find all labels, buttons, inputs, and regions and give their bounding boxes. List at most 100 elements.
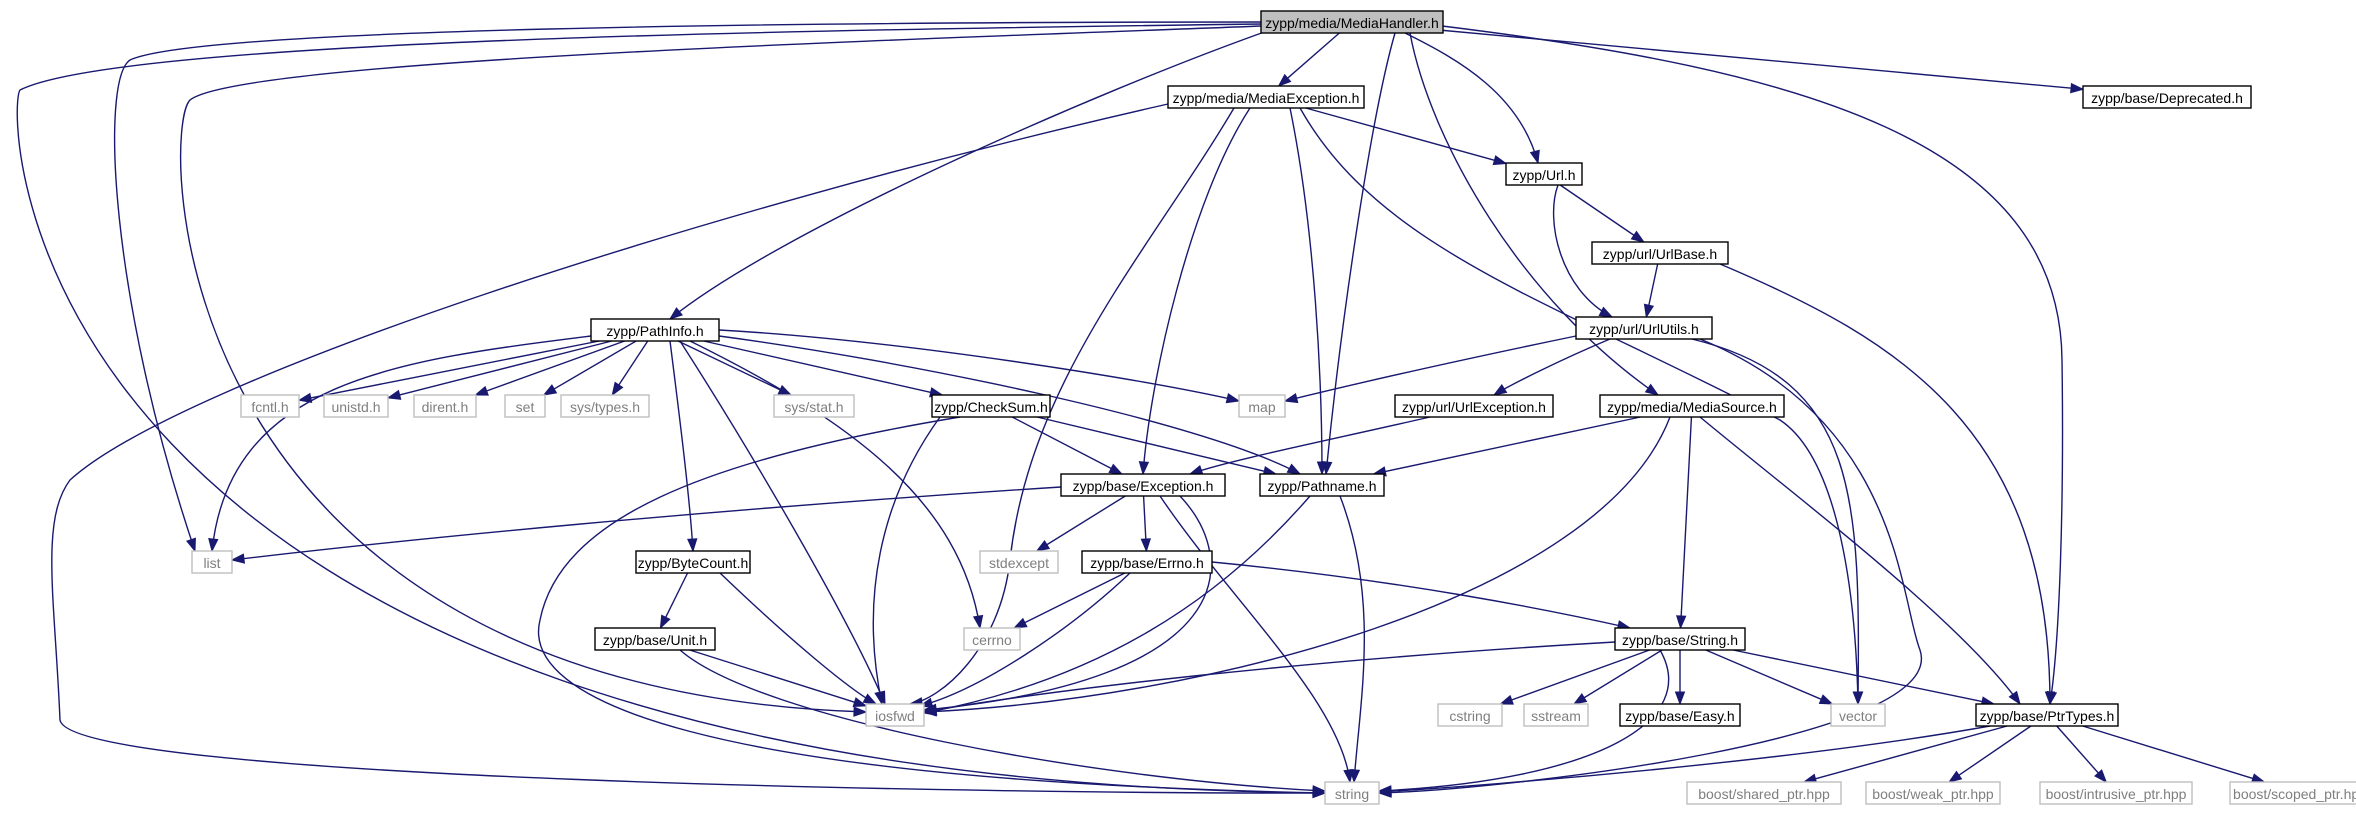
node-unit[interactable]: zypp/base/Unit.h: [594, 627, 716, 651]
edge-media-exception-to-base-exception: [1142, 107, 1251, 475]
edge-string-h-to-cstring-arrowhead: [1499, 694, 1514, 705]
node-box: [1619, 703, 1741, 727]
node-media-source[interactable]: zypp/media/MediaSource.h: [1599, 394, 1785, 418]
edge-path-info-to-pathname-arrowhead: [1286, 463, 1302, 475]
node-box: [1975, 703, 2119, 727]
node-label: zypp/base/Errno.h: [1090, 555, 1204, 571]
edge-path-info-to-byte-count-arrowhead: [687, 538, 698, 553]
node-label: string: [1335, 786, 1369, 802]
edge-string-h-to-iosfwd-arrowhead: [922, 704, 938, 715]
node-media-exception[interactable]: zypp/media/MediaException.h: [1167, 85, 1365, 109]
edge-string-h-to-iosfwd: [923, 641, 1616, 713]
edge-media-handler-to-list: [113, 21, 1263, 552]
node-label: dirent.h: [422, 399, 469, 415]
edge-media-handler-to-deprecated-arrowhead: [2070, 82, 2085, 94]
node-deprecated[interactable]: zypp/base/Deprecated.h: [2082, 85, 2252, 109]
node-check-sum[interactable]: zypp/CheckSum.h: [931, 394, 1051, 418]
node-iosfwd: iosfwd: [865, 703, 925, 727]
node-box: [1260, 10, 1444, 34]
node-url-base[interactable]: zypp/url/UrlBase.h: [1591, 241, 1729, 265]
node-box: [773, 394, 855, 418]
edge-media-source-to-ptr-types-arrowhead: [2008, 690, 2021, 706]
node-box: [1505, 162, 1583, 186]
node-box: [1081, 550, 1213, 574]
node-label: map: [1248, 399, 1275, 415]
node-label: boost/scoped_ptr.hpp: [2233, 786, 2356, 802]
edge-base-exception-to-stdexcept-arrowhead: [1035, 539, 1051, 552]
edge-url-utils-to-vector-arrowhead: [1852, 691, 1864, 706]
node-label: boost/shared_ptr.hpp: [1698, 786, 1830, 802]
edge-media-exception-to-url-arrowhead: [1492, 155, 1508, 166]
edge-media-handler-to-path-info: [669, 29, 1271, 320]
node-byte-count[interactable]: zypp/ByteCount.h: [635, 550, 751, 574]
node-box: [1060, 473, 1226, 497]
edge-media-handler-to-path-info-arrowhead: [668, 307, 684, 320]
node-path-info[interactable]: zypp/PathInfo.h: [590, 318, 720, 342]
edge-url-to-url-utils: [1552, 184, 1613, 318]
node-base-exception[interactable]: zypp/base/Exception.h: [1060, 473, 1226, 497]
node-media-handler[interactable]: zypp/media/MediaHandler.h: [1260, 10, 1444, 34]
edge-media-exception-to-url: [1305, 107, 1497, 162]
node-label: zypp/ByteCount.h: [638, 555, 749, 571]
node-url[interactable]: zypp/Url.h: [1505, 162, 1583, 186]
node-errno-h[interactable]: zypp/base/Errno.h: [1081, 550, 1213, 574]
node-box: [2229, 781, 2356, 805]
edge-base-exception-to-errno-h-arrowhead: [1140, 538, 1151, 553]
edge-media-exception-to-iosfwd: [909, 107, 1235, 705]
node-box: [1830, 703, 1886, 727]
node-box: [240, 394, 300, 418]
edge-path-info-to-unistd: [397, 340, 612, 397]
edge-check-sum-to-iosfwd: [872, 416, 941, 705]
edge-errno-h-to-cerrno-arrowhead: [1012, 617, 1028, 629]
edge-check-sum-to-string: [537, 416, 1326, 794]
edge-media-source-to-string-h: [1680, 416, 1693, 619]
node-label: cerrno: [972, 632, 1012, 648]
node-label: set: [516, 399, 535, 415]
node-string-h[interactable]: zypp/base/String.h: [1614, 627, 1746, 651]
node-url-utils[interactable]: zypp/url/UrlUtils.h: [1575, 316, 1713, 340]
node-url-exception[interactable]: zypp/url/UrlException.h: [1394, 394, 1554, 418]
edge-url-to-url-utils-arrowhead: [1598, 306, 1614, 318]
edge-media-handler-to-list-arrowhead: [186, 537, 196, 553]
edge-base-exception-to-string: [1159, 495, 1351, 783]
edge-string-h-to-sstream: [1582, 649, 1663, 700]
node-box: [1614, 627, 1746, 651]
node-list: list: [191, 550, 233, 574]
node-label: zypp/media/MediaHandler.h: [1265, 15, 1439, 31]
edge-url-to-url-base: [1559, 184, 1636, 237]
edge-media-source-to-pathname: [1383, 416, 1641, 473]
node-sys-types: sys/types.h: [560, 394, 650, 418]
node-box: [2039, 781, 2193, 805]
edge-string-h-to-vector-arrowhead: [1818, 694, 1834, 705]
node-easy[interactable]: zypp/base/Easy.h: [1619, 703, 1741, 727]
edge-check-sum-to-base-exception-arrowhead: [1108, 463, 1124, 475]
node-pathname[interactable]: zypp/Pathname.h: [1259, 473, 1385, 497]
edge-errno-h-to-iosfwd: [919, 572, 1131, 707]
node-box: [560, 394, 650, 418]
edge-path-info-to-set-arrowhead: [542, 384, 558, 396]
edge-path-info-to-iosfwd: [679, 340, 886, 705]
node-box: [635, 550, 751, 574]
edge-ptr-types-to-weak-ptr: [1956, 725, 2032, 777]
node-box: [323, 394, 389, 418]
edge-url-utils-to-map-arrowhead: [1283, 392, 1299, 404]
node-box: [1324, 781, 1380, 805]
node-label: fcntl.h: [251, 399, 288, 415]
edge-pathname-to-iosfwd: [923, 495, 1311, 714]
edge-url-utils-to-url-exception-arrowhead: [1492, 383, 1508, 396]
edge-string-h-to-easy-arrowhead: [1674, 691, 1686, 706]
edge-path-info-to-sys-stat: [677, 340, 783, 392]
node-ptr-types[interactable]: zypp/base/PtrTypes.h: [1975, 703, 2119, 727]
node-box: [413, 394, 477, 418]
edge-ptr-types-to-shared-ptr: [1813, 725, 2008, 781]
node-box: [1259, 473, 1385, 497]
edge-path-info-to-list: [211, 335, 592, 552]
node-vector: vector: [1830, 703, 1886, 727]
node-label: boost/intrusive_ptr.hpp: [2046, 786, 2187, 802]
node-map: map: [1238, 394, 1286, 418]
edge-path-info-to-sys-types: [617, 340, 649, 388]
edge-path-info-to-cerrno: [689, 340, 981, 629]
node-box: [2082, 85, 2252, 109]
edge-path-info-to-unistd-arrowhead: [386, 389, 402, 400]
